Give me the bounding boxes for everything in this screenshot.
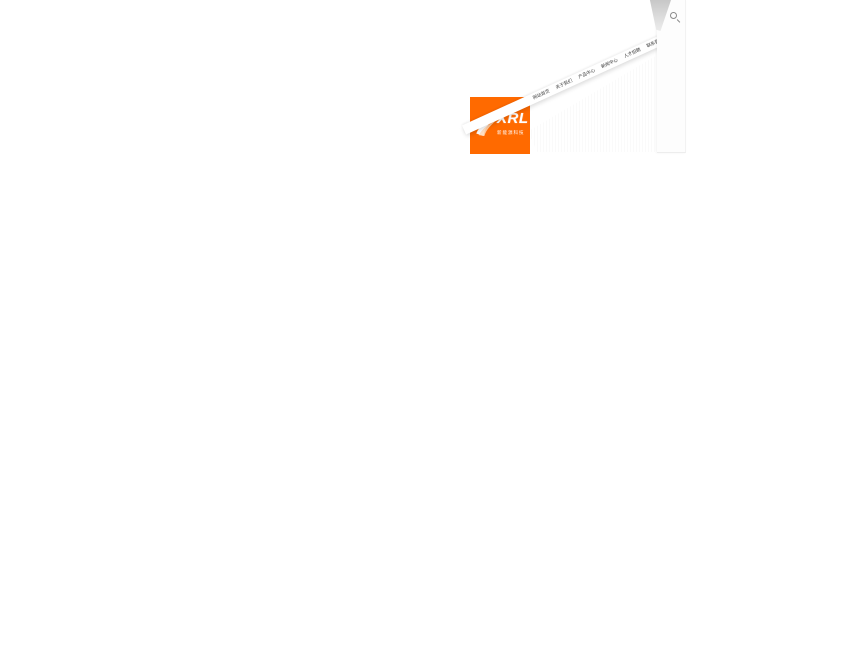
nav-item-news[interactable]: 新闻中心 — [600, 57, 619, 70]
nav-item-careers[interactable]: 人才招聘 — [622, 46, 642, 59]
nav-item-products[interactable]: 产品中心 — [577, 67, 596, 80]
search-icon — [670, 12, 677, 19]
nav-item-home[interactable]: 网站首页 — [531, 88, 551, 101]
bird-swoosh-icon — [473, 114, 499, 140]
nav-item-about[interactable]: 关于我们 — [554, 77, 574, 90]
search-button[interactable] — [669, 11, 682, 24]
search-icon-handle — [676, 19, 681, 23]
logo-subtext: 新能源科技 — [497, 130, 525, 135]
